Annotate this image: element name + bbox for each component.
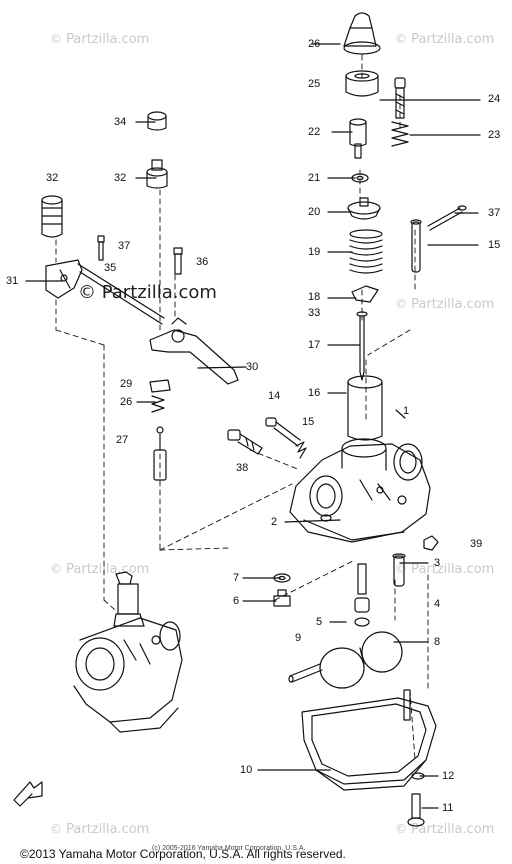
part-label-38: 38 [236, 462, 249, 474]
part-label-37-left: 37 [118, 240, 131, 252]
part-label-25: 25 [308, 78, 321, 90]
part-label-7: 7 [233, 572, 240, 584]
part-32-nut [146, 159, 168, 189]
assembled-carburetor [73, 571, 183, 733]
copyright-main: ©2013 Yamaha Motor Corporation, U.S.A. A… [20, 847, 346, 861]
part-36-screw [173, 247, 183, 275]
carburetor-body [289, 438, 431, 543]
part-17-needle [356, 311, 368, 381]
part-38-screw [227, 429, 263, 455]
part-21-ring [351, 173, 369, 183]
part-11-screw [407, 793, 425, 827]
part-label-9: 9 [295, 632, 302, 644]
part-label-16: 16 [308, 387, 321, 399]
part-10-float-bowl [301, 689, 437, 791]
part-label-12: 12 [442, 770, 455, 782]
part-26-cap [343, 12, 381, 55]
part-label-22: 22 [308, 126, 321, 138]
part-32-left-adjuster [41, 195, 63, 238]
part-label-13: 15 [302, 416, 315, 428]
part-37-left-screw [97, 235, 105, 261]
part-label-19: 19 [308, 246, 321, 258]
watermark-top-left: © Partzilla.com [50, 32, 150, 47]
part-label-2: 2 [271, 516, 278, 528]
part-15-pin [410, 219, 422, 273]
part-25-nut [345, 70, 379, 97]
part-label-1: 1 [403, 405, 410, 417]
fwd-arrow [13, 781, 43, 807]
part-label-39: 39 [470, 538, 483, 550]
part-label-15: 15 [488, 239, 501, 251]
part-label-23: 23 [488, 129, 501, 141]
watermark-bottom-left: © Partzilla.com [50, 822, 150, 837]
part-28-spring [151, 395, 165, 413]
part-20-cap [347, 197, 381, 220]
part-14-screw [265, 417, 301, 447]
part-24-screw [394, 77, 406, 119]
assembly-lines [55, 54, 429, 761]
part-label-6: 6 [233, 595, 240, 607]
part-37-pin [427, 205, 467, 231]
part-3-screw [392, 553, 406, 587]
part-label-37: 37 [488, 207, 501, 219]
part-27-plunger [153, 426, 167, 481]
part-23-spring [391, 121, 409, 147]
part-label-35: 35 [104, 262, 117, 274]
part-6-plug [273, 589, 291, 607]
watermark-bottom-right: © Partzilla.com [395, 822, 495, 837]
part-label-20: 20 [308, 206, 321, 218]
part-29-plate [149, 379, 171, 393]
leader-lines [25, 43, 481, 809]
watermark-top-right: © Partzilla.com [395, 32, 495, 47]
part-13-spring [295, 441, 307, 459]
part-label-17: 17 [308, 339, 321, 351]
part-18-clip [351, 285, 379, 303]
part-label-27: 27 [116, 434, 129, 446]
part-7-washer [273, 573, 291, 583]
watermark-mid-right: © Partzilla.com [395, 297, 495, 312]
part-label-32-left: 32 [46, 172, 59, 184]
part-label-3: 3 [434, 557, 441, 569]
part-label-10: 10 [240, 764, 253, 776]
part-label-36: 36 [196, 256, 209, 268]
watermark-center: © Partzilla.com [78, 282, 217, 303]
part-label-32: 32 [114, 172, 127, 184]
part-label-8: 8 [434, 636, 441, 648]
part-31-bracket [45, 259, 165, 325]
part-label-31: 31 [6, 275, 19, 287]
part-label-18: 18 [308, 291, 321, 303]
part-22-plunger [349, 118, 367, 159]
copyright-small: (c) 2005-2016 Yamaha Motor Corporation, … [152, 845, 306, 852]
part-34-cap [147, 111, 167, 131]
part-label-29: 29 [120, 378, 133, 390]
part-19-spring [349, 229, 383, 274]
part-label-5: 5 [316, 616, 323, 628]
part-label-26-left: 26 [120, 396, 133, 408]
part-label-11: 11 [442, 802, 454, 814]
part-label-33: 33 [308, 307, 321, 319]
part-label-4: 4 [434, 598, 441, 610]
part-5-jet [354, 563, 370, 627]
part-16-slide [347, 375, 383, 441]
part-30-lever [149, 317, 239, 385]
part-label-24: 24 [488, 93, 501, 105]
part-label-26-top: 26 [308, 38, 321, 50]
part-39-cap [423, 535, 439, 551]
part-label-30: 30 [246, 361, 259, 373]
part-label-14: 14 [268, 390, 281, 402]
part-label-21: 21 [308, 172, 321, 184]
part-8-float [288, 631, 403, 689]
part-12-washer [411, 772, 425, 780]
part-label-34: 34 [114, 116, 127, 128]
